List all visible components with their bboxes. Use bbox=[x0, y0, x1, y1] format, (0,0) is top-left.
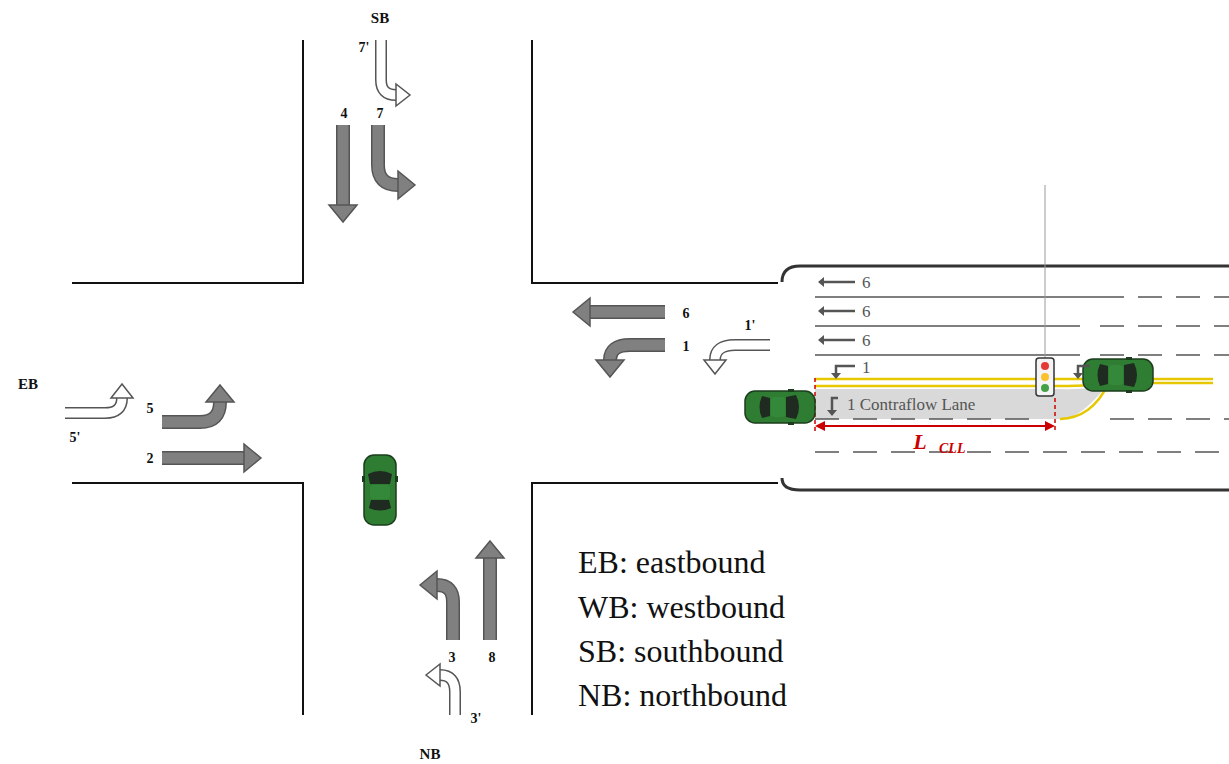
movement-arrow bbox=[65, 384, 133, 413]
arrow-outline bbox=[381, 40, 396, 95]
movement-number: 2 bbox=[147, 452, 154, 466]
movement-arrow bbox=[162, 385, 234, 422]
movement-number: 6 bbox=[683, 307, 690, 321]
movement-number: 3 bbox=[449, 651, 456, 665]
arrow-shaft bbox=[485, 558, 496, 640]
arrow-shaft bbox=[437, 585, 453, 640]
arrow-head bbox=[206, 385, 234, 402]
direction-label: SB bbox=[371, 11, 389, 26]
arrow-outline bbox=[440, 675, 455, 715]
arrow-shaft bbox=[590, 307, 665, 318]
lane-arrow-head bbox=[818, 335, 824, 345]
lane-arrows bbox=[818, 277, 1090, 416]
road-edges bbox=[72, 40, 790, 715]
lane-arrow bbox=[832, 398, 838, 410]
movement-arrow bbox=[420, 571, 453, 640]
direction-label: EB bbox=[18, 377, 38, 392]
car bbox=[745, 389, 815, 425]
movement-arrow bbox=[573, 298, 665, 326]
contraflow-lane-label: 1 Contraflow Lane bbox=[845, 395, 977, 414]
arrow-head bbox=[396, 84, 410, 106]
abbreviation-key: NB: northbound bbox=[578, 679, 787, 711]
arrow-head bbox=[704, 360, 726, 374]
lane-arrow-head bbox=[818, 277, 824, 287]
contraflow-inset bbox=[778, 180, 1229, 510]
lane-arrow-head bbox=[831, 373, 841, 379]
arrow-outline bbox=[590, 305, 665, 319]
movement-number: 7' bbox=[359, 41, 370, 55]
movement-arrow bbox=[329, 125, 357, 222]
lane-arrow bbox=[824, 281, 855, 284]
arrow-outline bbox=[336, 125, 350, 205]
direction-label: NB bbox=[420, 747, 441, 762]
movement-arrow bbox=[426, 664, 455, 715]
movement-number: 3' bbox=[471, 712, 482, 726]
movement-number: 1 bbox=[683, 340, 690, 354]
arrow-head bbox=[420, 571, 437, 599]
movement-number: 4 bbox=[341, 107, 348, 121]
lane-number: 1 bbox=[860, 358, 873, 377]
abbreviation-key: WB: westbound bbox=[578, 591, 785, 623]
arrow-shaft bbox=[338, 125, 349, 205]
arrow-shaft bbox=[610, 345, 665, 360]
arrow-outline bbox=[65, 398, 122, 413]
arrow-outline bbox=[483, 558, 497, 640]
arrow-head bbox=[111, 384, 133, 398]
movement-arrow bbox=[476, 541, 504, 640]
lane-arrow bbox=[824, 310, 855, 313]
movement-number: 7 bbox=[377, 107, 384, 121]
arrow-outline bbox=[437, 585, 453, 640]
movement-arrow bbox=[378, 125, 415, 199]
arrow-head bbox=[596, 360, 624, 377]
arrow-outline bbox=[610, 345, 665, 360]
abbreviation-key: SB: southbound bbox=[578, 635, 783, 667]
lane-arrow-head bbox=[1073, 373, 1083, 379]
abbreviation-key: EB: eastbound bbox=[578, 546, 766, 578]
arrow-shaft bbox=[381, 40, 396, 95]
arrow-shaft bbox=[715, 345, 770, 360]
dimension-label: L bbox=[913, 431, 926, 453]
arrow-shaft bbox=[65, 398, 122, 413]
arrow-head bbox=[244, 444, 261, 472]
arrow-head bbox=[329, 205, 357, 222]
lane-number: 6 bbox=[860, 331, 873, 350]
lane-arrow bbox=[824, 339, 855, 342]
arrow-shaft bbox=[162, 402, 220, 422]
lane-arrow-head bbox=[818, 306, 824, 316]
lane-arrow bbox=[836, 366, 855, 373]
dimension-subscript: CLL bbox=[939, 442, 965, 456]
lane-number: 6 bbox=[860, 302, 873, 321]
movement-arrow bbox=[704, 345, 770, 374]
arrow-outline bbox=[715, 345, 770, 360]
cars bbox=[362, 357, 1153, 525]
lane-arrow bbox=[1078, 366, 1090, 373]
arrow-head bbox=[426, 664, 440, 686]
arrow-outline bbox=[162, 402, 220, 422]
movement-arrow bbox=[381, 40, 410, 106]
movement-arrow bbox=[162, 444, 261, 472]
movement-number: 1' bbox=[745, 319, 756, 333]
arrow-head bbox=[476, 541, 504, 558]
lane-arrow-head bbox=[827, 410, 837, 416]
arrow-head bbox=[573, 298, 590, 326]
arrow-shaft bbox=[162, 453, 244, 464]
movement-number: 8 bbox=[489, 651, 496, 665]
arrow-shaft bbox=[378, 125, 398, 185]
movement-arrow bbox=[596, 345, 665, 377]
arrow-outline bbox=[162, 451, 244, 465]
arrow-head bbox=[398, 171, 415, 199]
arrow-shaft bbox=[440, 675, 455, 715]
movement-number: 5 bbox=[147, 402, 154, 416]
car bbox=[1083, 357, 1153, 393]
lane-number: 6 bbox=[860, 273, 873, 292]
car bbox=[362, 455, 398, 525]
movement-number: 5' bbox=[70, 431, 81, 445]
arrow-outline bbox=[378, 125, 398, 185]
